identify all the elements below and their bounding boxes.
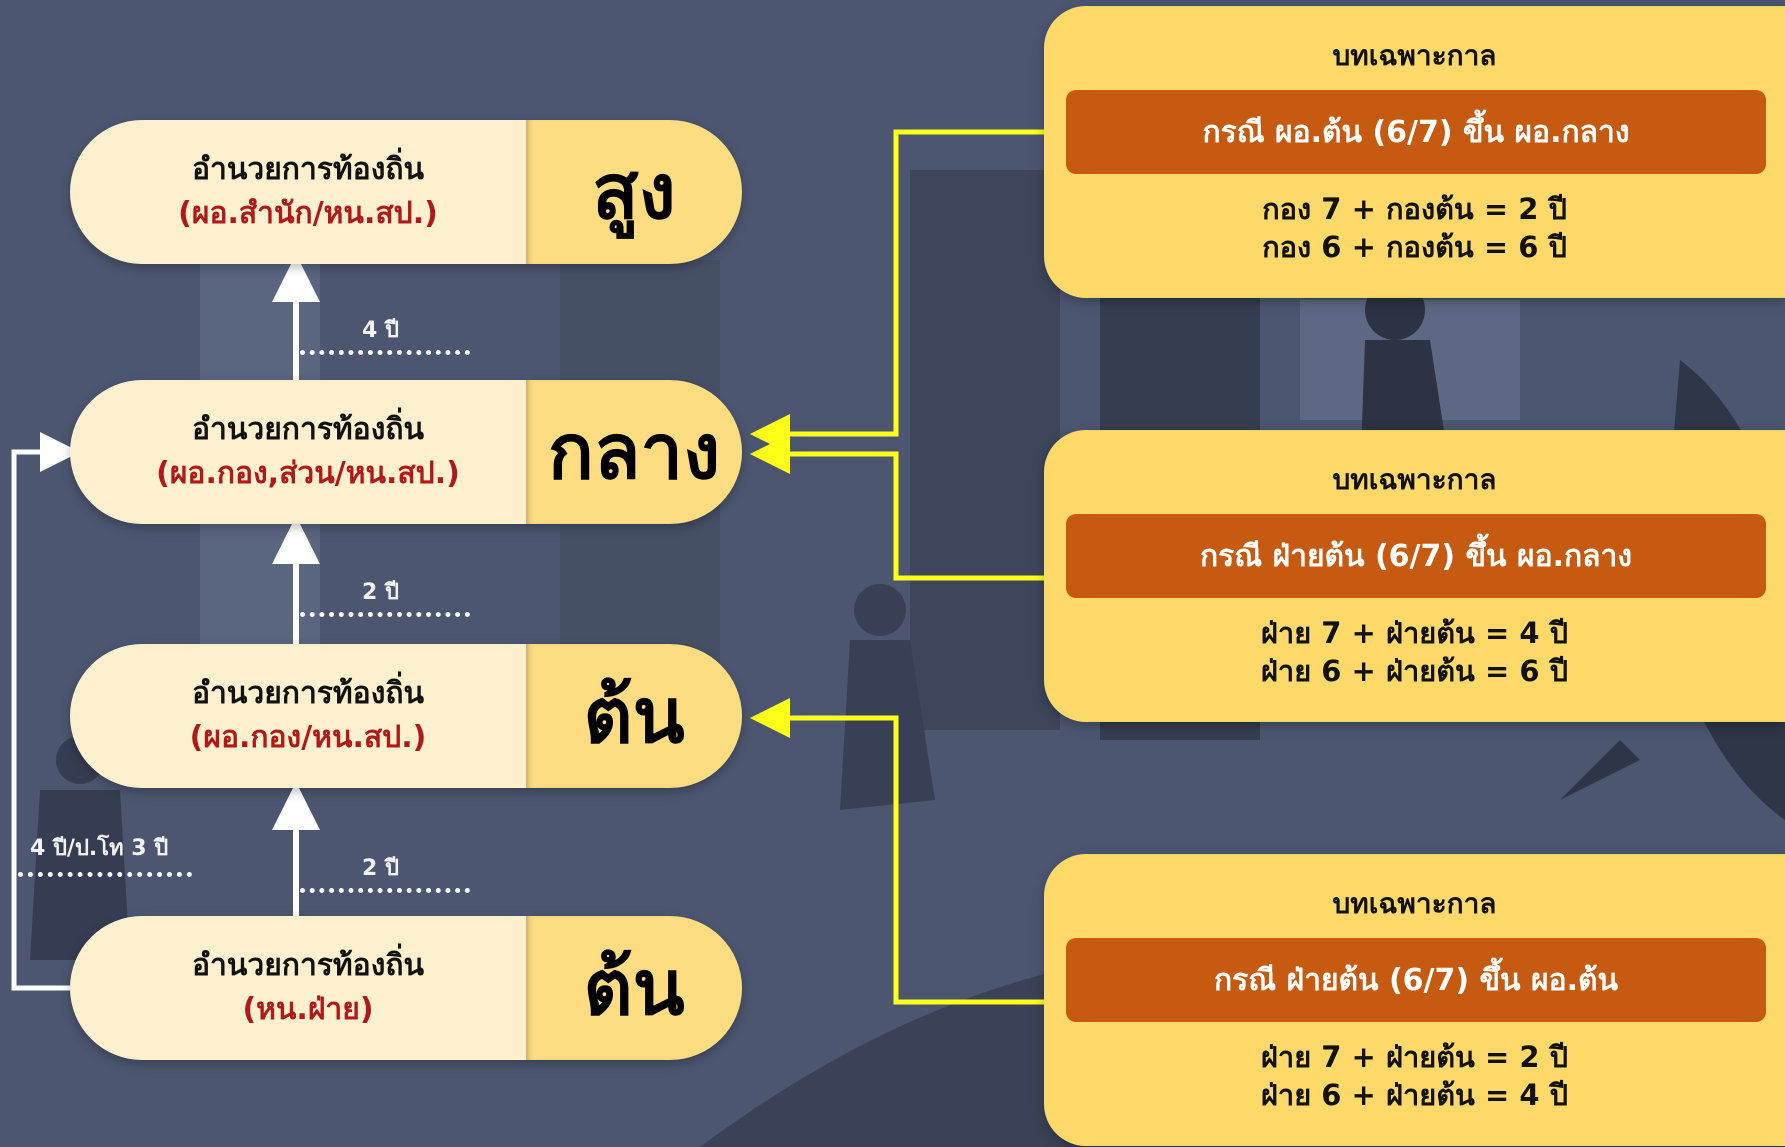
dotted-divider bbox=[300, 612, 470, 617]
tier-label: กลาง bbox=[547, 407, 721, 496]
level-section-head: อำนวยการท้องถิ่น (หน.ฝ่าย) ต้น bbox=[70, 916, 742, 1060]
card-case-band: กรณี ฝ่ายต้น (6/7) ขึ้น ผอ.ต้น bbox=[1066, 938, 1766, 1022]
dotted-divider bbox=[300, 350, 470, 355]
level-middle-tier-area: กลาง bbox=[526, 380, 742, 524]
card-heading: บทเฉพาะกาล bbox=[1332, 463, 1497, 496]
tier-label: ต้น bbox=[583, 671, 685, 760]
card-rule-line: ฝ่าย 6 + ฝ่ายต้น = 4 ปี bbox=[1260, 1078, 1569, 1112]
level-subtitle: (ผอ.กอง/หน.สป.) bbox=[189, 720, 427, 755]
tier-label: ต้น bbox=[583, 943, 685, 1032]
arrow-section-to-mid bbox=[11, 432, 80, 991]
level-middle-title-area: อำนวยการท้องถิ่น (ผอ.กอง,ส่วน/หน.สป.) bbox=[70, 380, 526, 524]
connector-card-1 bbox=[750, 129, 1044, 454]
level-subtitle: (ผอ.สำนัก/หน.สป.) bbox=[178, 196, 438, 231]
level-high-tier-area: สูง bbox=[526, 120, 742, 264]
card-rule-line: ฝ่าย 7 + ฝ่ายต้น = 2 ปี bbox=[1260, 1040, 1569, 1074]
level-title: อำนวยการท้องถิ่น bbox=[191, 948, 425, 983]
duration-mid-to-high: 4 ปี bbox=[362, 318, 399, 343]
duration-section-to-mid: 4 ปี/ป.โท 3 ปี bbox=[30, 836, 169, 861]
level-title: อำนวยการท้องถิ่น bbox=[191, 676, 425, 711]
level-subtitle: (ผอ.กอง,ส่วน/หน.สป.) bbox=[156, 456, 460, 491]
dotted-divider bbox=[18, 872, 192, 877]
level-middle: อำนวยการท้องถิ่น (ผอ.กอง,ส่วน/หน.สป.) กล… bbox=[70, 380, 742, 524]
level-section-title-area: อำนวยการท้องถิ่น (หน.ฝ่าย) bbox=[70, 916, 526, 1060]
level-low-title-area: อำนวยการท้องถิ่น (ผอ.กอง/หน.สป.) bbox=[70, 644, 526, 788]
level-low: อำนวยการท้องถิ่น (ผอ.กอง/หน.สป.) ต้น bbox=[70, 644, 742, 788]
transitional-card-3: บทเฉพาะกาล กรณี ฝ่ายต้น (6/7) ขึ้น ผอ.ต้… bbox=[1044, 854, 1785, 1146]
card-case-band: กรณี ผอ.ต้น (6/7) ขึ้น ผอ.กลาง bbox=[1066, 90, 1766, 174]
tier-label: สูง bbox=[592, 147, 676, 236]
card-rule-line: ฝ่าย 6 + ฝ่ายต้น = 6 ปี bbox=[1260, 654, 1569, 688]
level-subtitle: (หน.ฝ่าย) bbox=[242, 992, 374, 1027]
card-rule-line: กอง 6 + กองต้น = 6 ปี bbox=[1262, 230, 1567, 264]
level-low-tier-area: ต้น bbox=[526, 644, 742, 788]
connector-card-3 bbox=[750, 698, 1044, 1005]
transitional-card-2: บทเฉพาะกาล กรณี ฝ่ายต้น (6/7) ขึ้น ผอ.กล… bbox=[1044, 430, 1785, 722]
connector-card-2 bbox=[750, 434, 1044, 581]
level-section-tier-area: ต้น bbox=[526, 916, 742, 1060]
level-high-title-area: อำนวยการท้องถิ่น (ผอ.สำนัก/หน.สป.) bbox=[70, 120, 526, 264]
card-rule-line: กอง 7 + กองต้น = 2 ปี bbox=[1262, 192, 1567, 226]
card-heading: บทเฉพาะกาล bbox=[1332, 887, 1497, 920]
duration-low-to-mid: 2 ปี bbox=[362, 580, 399, 605]
card-heading: บทเฉพาะกาล bbox=[1332, 39, 1497, 72]
card-case-band: กรณี ฝ่ายต้น (6/7) ขึ้น ผอ.กลาง bbox=[1066, 514, 1766, 598]
card-rule-line: ฝ่าย 7 + ฝ่ายต้น = 4 ปี bbox=[1260, 616, 1569, 650]
duration-section-to-low: 2 ปี bbox=[362, 856, 399, 881]
transitional-card-1: บทเฉพาะกาล กรณี ผอ.ต้น (6/7) ขึ้น ผอ.กลา… bbox=[1044, 6, 1785, 298]
level-title: อำนวยการท้องถิ่น bbox=[191, 152, 425, 187]
level-title: อำนวยการท้องถิ่น bbox=[191, 412, 425, 447]
dotted-divider bbox=[300, 888, 470, 893]
level-high: อำนวยการท้องถิ่น (ผอ.สำนัก/หน.สป.) สูง bbox=[70, 120, 742, 264]
